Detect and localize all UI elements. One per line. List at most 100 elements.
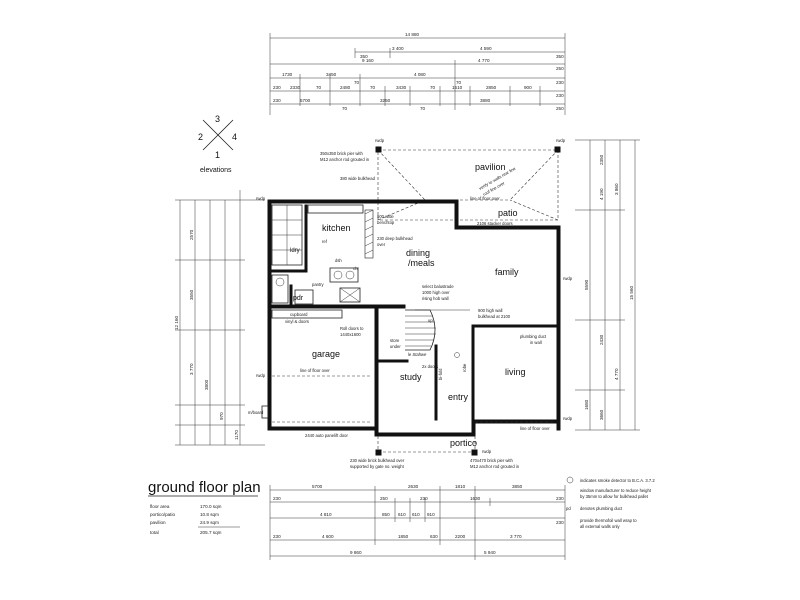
elevations-label: elevations bbox=[200, 167, 232, 174]
note-wall-900-b: bulkhead at 2100 bbox=[478, 314, 511, 319]
dim-left-v4: 970 bbox=[219, 412, 224, 420]
label-mboard: m/board bbox=[248, 410, 264, 415]
label-under: under bbox=[390, 344, 401, 349]
dim-top-r4-5: 3430 bbox=[396, 85, 407, 90]
room-family: family bbox=[495, 267, 519, 277]
portico-area: portico 230 wide brick bulkhead over sup… bbox=[350, 436, 520, 469]
note-balustrade-2: 1000 high over bbox=[422, 290, 450, 295]
dim-top-r4-9: 900 bbox=[524, 85, 532, 90]
room-pdr: pdr bbox=[293, 295, 304, 302]
rwdp-garage: rwdp bbox=[256, 373, 266, 378]
note-deep-bulkhead: 230 deep bulkhead bbox=[377, 236, 413, 241]
dim-top-r4-4: 70 bbox=[370, 85, 376, 90]
rwdp-family: rwdp bbox=[563, 276, 573, 281]
dim-bot-r1-3: 3850 bbox=[512, 484, 523, 489]
dim-right-v4: 2430 bbox=[599, 334, 604, 345]
dim-top-r3-4: 70 bbox=[456, 80, 462, 85]
note-pier-top-1: 350x350 brick pier with bbox=[320, 151, 363, 156]
dim-top-r5-0: 230 bbox=[273, 98, 281, 103]
dim-bot-overall-0: 9 860 bbox=[350, 550, 362, 555]
note-wrap-1: provide thermofoil wall wrap to bbox=[580, 518, 637, 523]
dim-bot-r3-1: 850 bbox=[382, 512, 390, 517]
dim-bot-r4-0: 230 bbox=[273, 534, 281, 539]
external-walls bbox=[267, 199, 561, 437]
note-benchtop: benchtop bbox=[377, 220, 395, 225]
room-pantry: pantry bbox=[312, 282, 325, 287]
note-bulkhead-front-2: supported by gate no. weight bbox=[350, 464, 405, 469]
dim-left-overall: 12 160 bbox=[174, 316, 179, 330]
note-window-1: window manufacturer to reduce height bbox=[580, 488, 652, 493]
dim-top-r4-3: 2480 bbox=[340, 85, 351, 90]
dim-top-r5-2: 70 bbox=[342, 106, 348, 111]
bottom-dimensions: 5700 2630 1810 3850 230 250 230 1630 230… bbox=[269, 484, 566, 560]
note-roll-door-1: Roll doors to bbox=[340, 326, 364, 331]
note-floor-over-garage: line of floor over bbox=[300, 368, 330, 373]
label-chr: chr bbox=[353, 266, 359, 271]
note-floor-over-pav: line of floor over bbox=[470, 196, 500, 201]
dim-top-r3-5: 230 bbox=[556, 80, 564, 85]
rwdp-portico: rwdp bbox=[482, 449, 492, 454]
note-roll-door-2: 1440x1600 bbox=[340, 332, 361, 337]
schedule-value-1: 10.8 sqm bbox=[200, 512, 219, 517]
schedule-value-2: 24.9 sqm bbox=[200, 520, 219, 525]
note-over: over bbox=[377, 242, 386, 247]
dim-top-r2-a: 9 160 bbox=[362, 58, 374, 63]
dim-bot-r3-0: 4 810 bbox=[320, 512, 332, 517]
dim-right-v6: 1680 bbox=[584, 399, 589, 410]
note-bulkhead-900: 900 wide bbox=[377, 214, 394, 219]
dim-top-r4-0: 230 bbox=[273, 85, 281, 90]
legend-notes: indicates smoke detector to B.C.A. 3.7.2… bbox=[566, 476, 655, 529]
room-study: study bbox=[400, 372, 422, 382]
room-garage: garage bbox=[312, 349, 340, 359]
kitchen-fixtures: kitchen ldry pdr pantry ref dsh chr 900 … bbox=[271, 204, 413, 305]
dim-bot-r2-0: 230 bbox=[273, 496, 281, 501]
dim-bot-r3-2: 610 bbox=[398, 512, 406, 517]
dim-top-overall: 14 880 bbox=[405, 32, 419, 37]
label-store: store bbox=[390, 338, 400, 343]
dim-top-r5-4: 70 bbox=[420, 106, 426, 111]
dim-bot-r2-2: 230 bbox=[420, 496, 428, 501]
dining-family: dining /meals family select balustrade 1… bbox=[406, 248, 573, 345]
dim-top-r5-6: 250 bbox=[556, 106, 564, 111]
room-portico: portico bbox=[450, 438, 477, 448]
room-meals: /meals bbox=[408, 258, 435, 268]
dim-top-r2-c: 250 bbox=[556, 66, 564, 71]
dim-left-v2: 3 770 bbox=[189, 363, 194, 375]
room-kitchen: kitchen bbox=[322, 223, 351, 233]
elevation-3: 3 bbox=[215, 114, 220, 124]
dim-bot-r4-2: 1850 bbox=[398, 534, 409, 539]
dim-right-v2: 4 190 bbox=[599, 188, 604, 200]
staircase: up le Stahwe store under 2x doors bbox=[390, 309, 438, 369]
dim-top-r5-5: 3880 bbox=[480, 98, 491, 103]
rwdp-top-right: rwdp bbox=[556, 138, 566, 143]
dim-top-r4-1: 2330 bbox=[290, 85, 301, 90]
elevation-indicator: 3 2 4 1 elevations bbox=[198, 114, 237, 174]
note-wrap-2: all external walls only bbox=[580, 524, 620, 529]
dim-bot-r1-2: 1810 bbox=[455, 484, 466, 489]
note-bulkhead-380: 380 wide bulkhead bbox=[340, 176, 376, 181]
dim-top-r3-2: 70 bbox=[354, 80, 360, 85]
note-pier-front-1: 470x470 brick pier with bbox=[470, 458, 513, 463]
room-living: living bbox=[505, 367, 526, 377]
dim-right-overall: 15 560 bbox=[629, 286, 634, 300]
note-in-wall: in wall bbox=[530, 340, 542, 345]
label-ref: ref bbox=[322, 239, 328, 244]
rwdp-top-left: rwdp bbox=[375, 138, 385, 143]
left-dimensions: 12 160 2570 3550 3 770 3800 970 1170 bbox=[174, 190, 265, 446]
dim-top-r4-10: 230 bbox=[556, 93, 564, 98]
schedule-label-2: pavilion bbox=[150, 520, 166, 525]
top-dimensions: 14 880 3 400 4 590 350 350 9 160 4 770 2… bbox=[269, 32, 566, 115]
garage-area: cupboard vinyl & doors Roll doors to 144… bbox=[248, 196, 372, 438]
schedule-label-0: floor area bbox=[150, 504, 170, 509]
note-balustrade-1: select balustrade bbox=[422, 284, 454, 289]
schedule-label-3: total bbox=[150, 530, 159, 535]
dim-bot-r2-3: 1630 bbox=[470, 496, 481, 501]
room-ldry: ldry bbox=[290, 248, 300, 254]
stair-up: up bbox=[428, 318, 433, 323]
note-plumbing: plumbing duct bbox=[520, 334, 547, 339]
elevation-4: 4 bbox=[232, 132, 237, 142]
dim-left-v3: 3800 bbox=[204, 379, 209, 390]
dim-left-v5: 1170 bbox=[234, 430, 239, 440]
label-bi-robe: bi-fold bbox=[438, 368, 443, 380]
